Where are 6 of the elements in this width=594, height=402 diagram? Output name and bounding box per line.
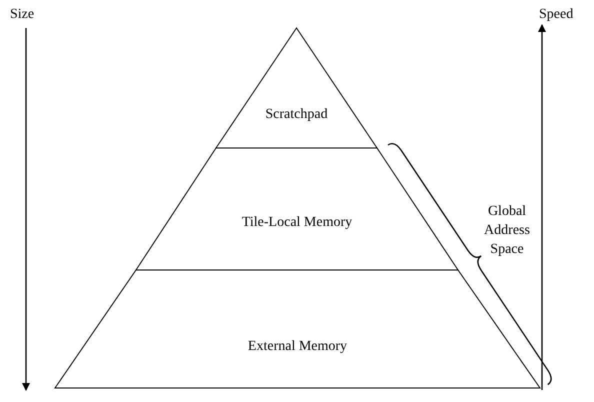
- tier-label: Tile-Local Memory: [242, 214, 352, 232]
- text-label: Speed: [539, 6, 574, 24]
- tier-label: External Memory: [248, 338, 348, 356]
- text-label: Size: [10, 6, 34, 24]
- text-label: Global Address Space: [483, 203, 531, 259]
- tier-label: Scratchpad: [265, 106, 328, 124]
